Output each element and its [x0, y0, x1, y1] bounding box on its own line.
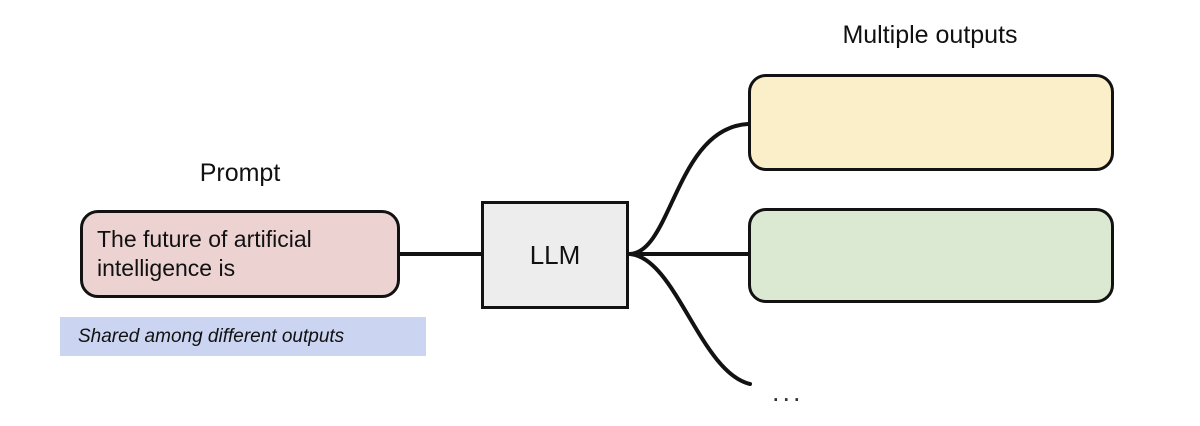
- llm-box: LLM: [481, 201, 629, 309]
- outputs-section-label: Multiple outputs: [842, 21, 1018, 49]
- prompt-text: The future of artificial intelligence is: [97, 225, 312, 281]
- more-outputs-ellipsis: ...: [772, 377, 804, 407]
- edge-llm-to-more-outputs: [628, 252, 752, 386]
- prompt-box: The future of artificial intelligence is: [80, 210, 400, 298]
- shared-note-bar: Shared among different outputs: [60, 317, 426, 356]
- shared-note-text: Shared among different outputs: [78, 325, 345, 347]
- output-box-1: [748, 74, 1114, 171]
- edge-llm-to-output-1: [628, 122, 750, 256]
- prompt-section-label: Prompt: [199, 159, 281, 187]
- llm-label: LLM: [529, 239, 581, 270]
- output-box-2: [748, 208, 1114, 303]
